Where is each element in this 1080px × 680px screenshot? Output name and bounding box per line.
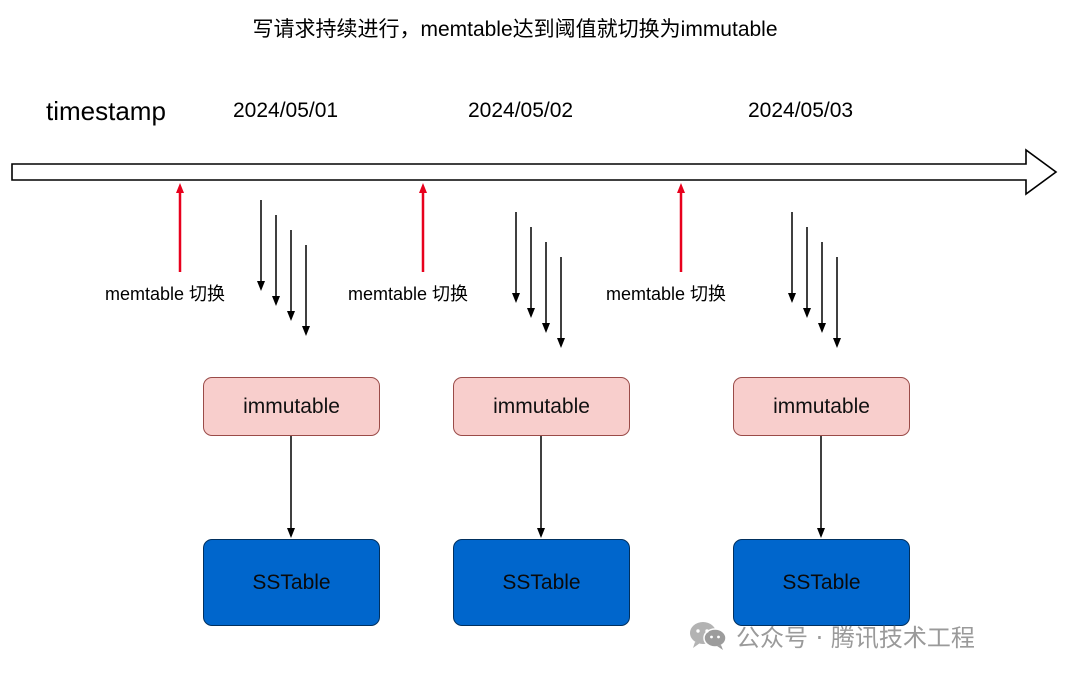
date-label-1: 2024/05/01: [233, 99, 339, 122]
switch-label-2: memtable 切换: [348, 284, 469, 304]
sstable-box-3: SSTable: [733, 539, 910, 626]
wechat-icon: [690, 622, 727, 650]
immutable-box-3: immutable: [733, 377, 910, 436]
date-label-3: 2024/05/03: [748, 99, 854, 122]
timeline-arrow: [11, 148, 1058, 196]
sstable-box-2: SSTable: [453, 539, 630, 626]
immutable-box-2: immutable: [453, 377, 630, 436]
immutable-box-1: immutable: [203, 377, 380, 436]
timeline-label: timestamp: [46, 96, 166, 126]
diagram-title: 写请求持续进行，memtable达到阈值就切换为immutable: [252, 18, 778, 41]
sstable-box-1: SSTable: [203, 539, 380, 626]
watermark-text: 公众号 · 腾讯技术工程: [736, 623, 975, 652]
switch-label-3: memtable 切换: [606, 284, 727, 304]
switch-label-1: memtable 切换: [105, 284, 226, 304]
watermark: 公众号 · 腾讯技术工程: [688, 618, 975, 652]
date-label-2: 2024/05/02: [468, 99, 574, 122]
